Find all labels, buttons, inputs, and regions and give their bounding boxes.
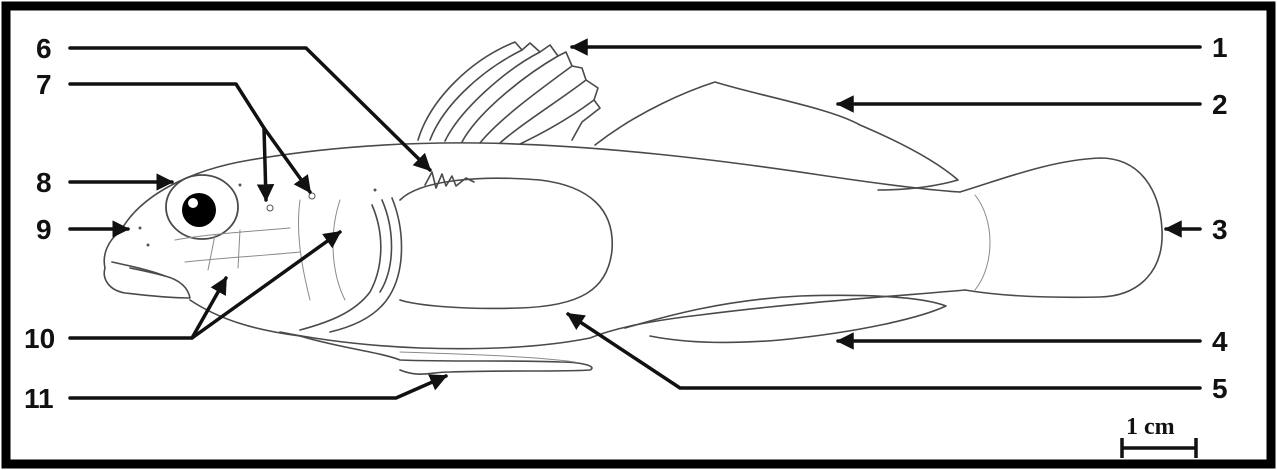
label-9: 9 bbox=[36, 214, 52, 245]
label-2: 2 bbox=[1212, 89, 1228, 120]
label-1: 1 bbox=[1212, 32, 1228, 63]
caudal-fin bbox=[960, 158, 1162, 297]
pectoral-fin bbox=[400, 178, 612, 308]
label-3: 3 bbox=[1212, 214, 1228, 245]
mouth bbox=[104, 232, 190, 298]
label-5: 5 bbox=[1212, 373, 1228, 404]
scale-bar: 1 cm bbox=[1122, 414, 1196, 458]
label-11: 11 bbox=[24, 383, 54, 414]
fish-illustration bbox=[104, 42, 1162, 374]
first-dorsal-fin bbox=[418, 42, 600, 144]
scale-bar-label: 1 cm bbox=[1126, 414, 1175, 440]
pupil bbox=[182, 193, 216, 227]
label-arrows bbox=[70, 47, 1200, 398]
head-ventral-outline bbox=[190, 300, 300, 336]
label-6: 6 bbox=[36, 33, 52, 64]
label-10: 10 bbox=[24, 323, 55, 354]
label-4: 4 bbox=[1212, 326, 1228, 357]
label-8: 8 bbox=[36, 167, 52, 198]
second-dorsal-fin bbox=[595, 82, 958, 190]
arrow-11 bbox=[70, 376, 446, 398]
body-dorsal-outline bbox=[120, 143, 960, 232]
label-7: 7 bbox=[36, 69, 52, 100]
